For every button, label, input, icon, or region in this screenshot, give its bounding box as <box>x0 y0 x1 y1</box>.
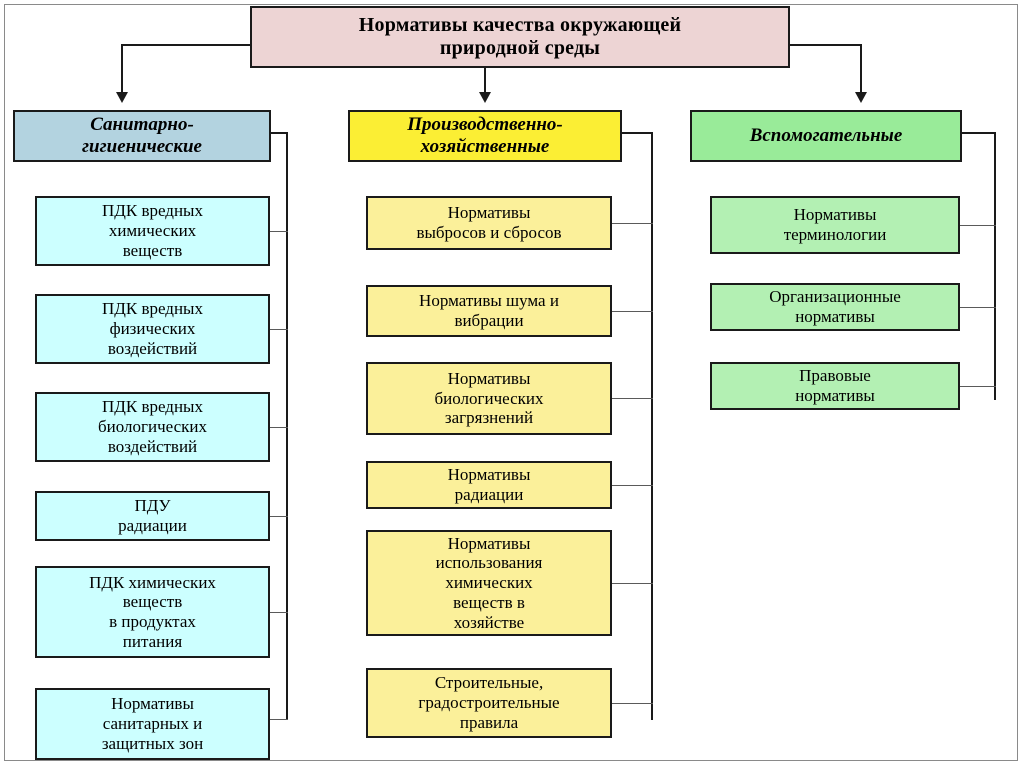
leaf-b-1[interactable]: Нормативы выбросов и сбросов <box>366 196 612 250</box>
spine-sanitary-hygienic <box>286 132 288 720</box>
leaf-label: Нормативы шума и вибрации <box>419 291 559 330</box>
stub-a-5 <box>268 612 288 613</box>
leaf-c-2[interactable]: Организационные нормативы <box>710 283 960 331</box>
stub-c-3 <box>959 386 996 387</box>
leaf-a-1[interactable]: ПДК вредных химических веществ <box>35 196 270 266</box>
column-header-label: Производственно- хозяйственные <box>407 113 563 157</box>
leaf-b-3[interactable]: Нормативы биологических загрязнений <box>366 362 612 435</box>
column-header-label: Вспомогательные <box>749 124 903 146</box>
spine-connector-header-c <box>960 132 996 134</box>
leaf-a-3[interactable]: ПДК вредных биологических воздействий <box>35 392 270 462</box>
stub-a-4 <box>268 516 288 517</box>
leaf-label: Правовые нормативы <box>795 366 875 405</box>
leaf-b-6[interactable]: Строительные, градостроительные правила <box>366 668 612 738</box>
leaf-b-4[interactable]: Нормативы радиации <box>366 461 612 509</box>
stub-c-1 <box>959 225 996 226</box>
stub-b-4 <box>611 485 653 486</box>
leaf-label: Нормативы терминологии <box>783 205 887 244</box>
leaf-label: Нормативы радиации <box>447 465 531 504</box>
leaf-b-2[interactable]: Нормативы шума и вибрации <box>366 285 612 337</box>
leaf-label: Нормативы биологических загрязнений <box>434 368 544 428</box>
arrow-down-icon-right <box>855 92 867 103</box>
leaf-a-4[interactable]: ПДУ радиации <box>35 491 270 541</box>
root-node: Нормативы качества окружающей природной … <box>250 6 790 68</box>
leaf-label: Нормативы выбросов и сбросов <box>416 203 562 242</box>
leaf-label: ПДК химических веществ в продуктах питан… <box>89 572 216 651</box>
branch-left-drop <box>121 44 123 94</box>
leaf-c-3[interactable]: Правовые нормативы <box>710 362 960 410</box>
arrow-down-icon-left <box>116 92 128 103</box>
stub-b-5 <box>611 583 653 584</box>
root-center-drop <box>484 68 486 94</box>
leaf-a-6[interactable]: Нормативы санитарных и защитных зон <box>35 688 270 760</box>
leaf-label: Нормативы использования химических вещес… <box>435 533 543 632</box>
stub-a-1 <box>268 231 288 232</box>
leaf-label: Организационные нормативы <box>769 287 901 326</box>
root-node-label: Нормативы качества окружающей природной … <box>358 13 682 59</box>
stub-a-3 <box>268 427 288 428</box>
slide-frame <box>4 4 1018 761</box>
leaf-label: Нормативы санитарных и защитных зон <box>101 694 204 753</box>
leaf-a-5[interactable]: ПДК химических веществ в продуктах питан… <box>35 566 270 658</box>
leaf-b-5[interactable]: Нормативы использования химических вещес… <box>366 530 612 636</box>
spine-connector-header-a <box>269 132 288 134</box>
leaf-label: ПДК вредных биологических воздействий <box>98 397 207 456</box>
root-right-rail <box>788 44 862 46</box>
leaf-label: Строительные, градостроительные правила <box>418 673 560 732</box>
column-header-sanitary-hygienic[interactable]: Санитарно- гигиенические <box>13 110 271 162</box>
branch-right-drop <box>860 44 862 94</box>
column-header-production-economic[interactable]: Производственно- хозяйственные <box>348 110 622 162</box>
stub-a-6 <box>268 719 288 720</box>
spine-auxiliary <box>994 132 996 400</box>
leaf-a-2[interactable]: ПДК вредных физических воздействий <box>35 294 270 364</box>
stub-c-2 <box>959 307 996 308</box>
stub-b-3 <box>611 398 653 399</box>
stub-a-2 <box>268 329 288 330</box>
leaf-c-1[interactable]: Нормативы терминологии <box>710 196 960 254</box>
leaf-label: ПДУ радиации <box>118 496 187 535</box>
spine-connector-header-b <box>620 132 653 134</box>
leaf-label: ПДК вредных физических воздействий <box>102 299 203 358</box>
root-left-rail <box>121 44 252 46</box>
stub-b-6 <box>611 703 653 704</box>
stub-b-2 <box>611 311 653 312</box>
spine-production-economic <box>651 132 653 720</box>
column-header-label: Санитарно- гигиенические <box>82 113 202 157</box>
column-header-auxiliary[interactable]: Вспомогательные <box>690 110 962 162</box>
leaf-label: ПДК вредных химических веществ <box>102 201 203 260</box>
arrow-down-icon-center <box>479 92 491 103</box>
stub-b-1 <box>611 223 653 224</box>
